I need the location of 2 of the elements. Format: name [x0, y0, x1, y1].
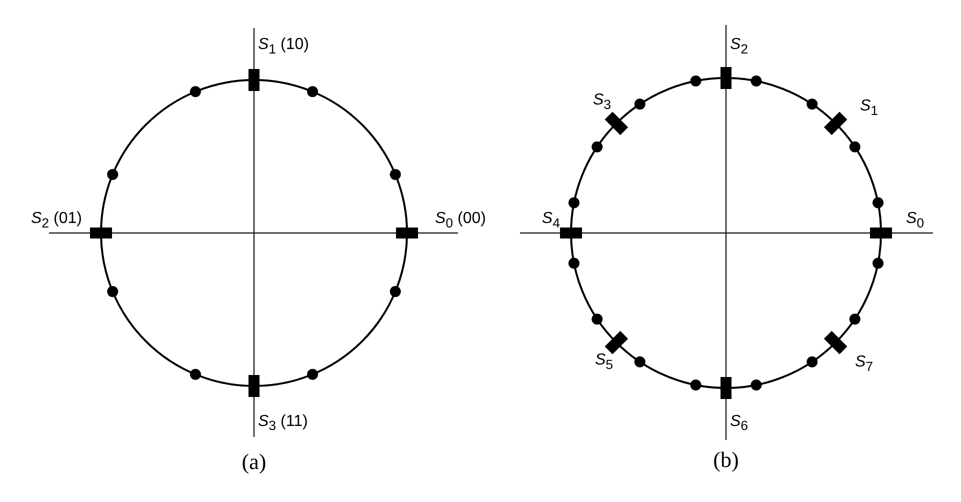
panel-label: (a) [242, 450, 266, 474]
panel-label: (b) [713, 448, 739, 472]
